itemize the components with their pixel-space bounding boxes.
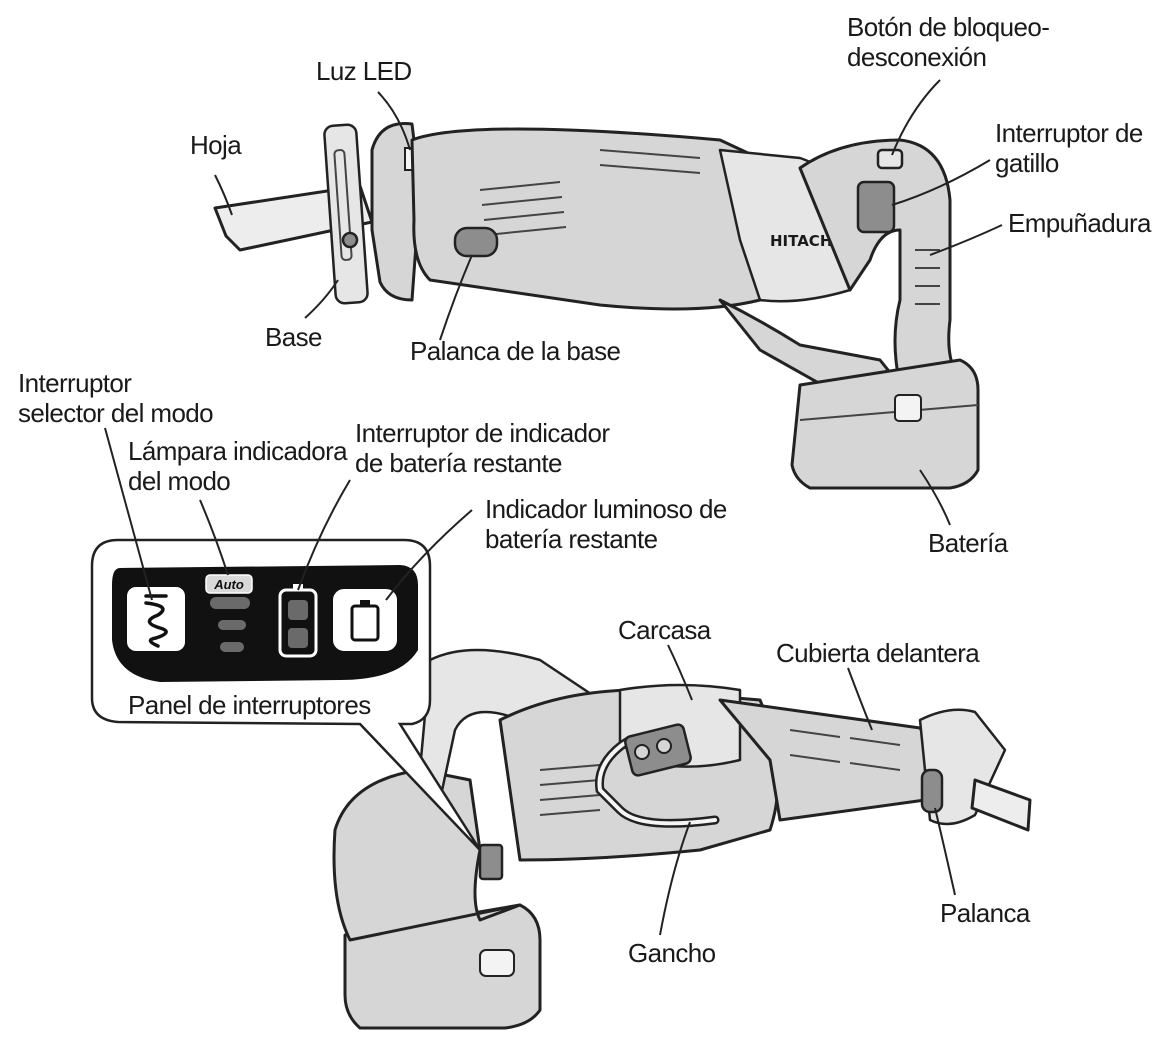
label-carcasa: Carcasa (618, 615, 711, 645)
trigger-switch (856, 180, 896, 234)
top-saw-battery (790, 358, 980, 490)
top-saw-base-shoe (323, 123, 369, 305)
drill-spiral-icon (144, 594, 168, 648)
label-bateria: Batería (928, 528, 1008, 558)
mode-lamp-3 (220, 642, 244, 652)
auto-badge-label: Auto (213, 577, 244, 592)
mode-lamp-1 (210, 597, 250, 609)
mode-lamp-2 (218, 620, 246, 630)
bottom-saw-blade (970, 778, 1032, 832)
bottom-saw-battery (343, 903, 542, 1030)
label-panel-interruptores: Panel de interruptores (128, 690, 371, 720)
label-palanca-base: Palanca de la base (410, 336, 621, 366)
lock-off-button (876, 148, 904, 170)
battery-icon (350, 600, 380, 642)
top-reciprocating-saw: HITACHI (213, 122, 980, 490)
label-lampara-indicadora: Lámpara indicadora del modo (128, 436, 348, 496)
brand-logo: HITACHI (770, 232, 838, 250)
label-interruptor-selector: Interruptor selector del modo (18, 368, 214, 428)
label-gancho: Gancho (628, 938, 716, 968)
label-luz-led: Luz LED (316, 56, 412, 86)
label-empunadura: Empuñadura (1008, 208, 1151, 238)
label-interruptor-indicador: Interruptor de indicador de batería rest… (355, 418, 610, 478)
leader-lines (104, 79, 1003, 936)
label-palanca: Palanca (940, 898, 1030, 928)
bottom-saw-handle (332, 768, 522, 942)
mode-selector-button (125, 585, 187, 653)
label-base: Base (265, 322, 322, 352)
label-hoja: Hoja (190, 130, 242, 160)
switch-panel-callout: Auto (90, 538, 482, 851)
label-indicador-luminoso: Indicador luminoso de batería restante (485, 494, 727, 554)
bottom-reciprocating-saw (332, 648, 1032, 1030)
battery-indicator-lamp (331, 587, 399, 653)
base-lever (453, 226, 499, 258)
shoe-lever (920, 768, 944, 814)
hook (597, 738, 717, 826)
top-saw-handle (798, 138, 962, 387)
label-interruptor-gatillo: Interruptor de gatillo (995, 118, 1143, 178)
label-boton-bloqueo: Botón de bloqueo- desconexión (847, 12, 1050, 72)
label-cubierta-delantera: Cubierta delantera (776, 638, 980, 668)
auto-badge (205, 574, 253, 594)
switch-panel-location (478, 843, 504, 881)
